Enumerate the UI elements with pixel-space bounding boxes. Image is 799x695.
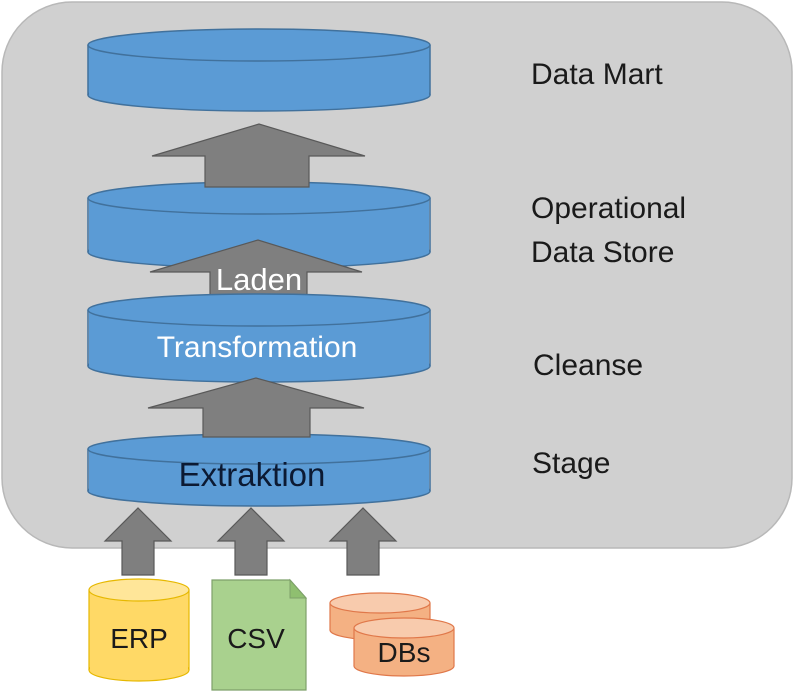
layer-stage-label: Stage	[532, 447, 610, 480]
source-dbs-front-cylinder	[353, 617, 455, 677]
arrow-erp-in	[103, 507, 173, 576]
step-load-label: Laden	[216, 262, 302, 297]
layer-ods-label-line1: Operational	[531, 192, 686, 225]
arrow-ods-to-mart	[151, 123, 366, 188]
step-transform-label: Transformation	[157, 331, 358, 364]
cylinder-stage	[87, 433, 431, 507]
arrow-csv-in	[216, 507, 286, 576]
arrow-dbs-in	[328, 507, 398, 576]
source-erp-label: ERP	[110, 623, 168, 654]
step-extract-label: Extraktion	[179, 456, 326, 493]
source-erp-cylinder	[88, 578, 190, 682]
cylinder-cleanse	[87, 293, 431, 383]
arrow-load	[149, 239, 363, 306]
arrow-stage-to-cleanse	[147, 377, 365, 438]
layer-data-mart-label: Data Mart	[531, 58, 663, 91]
source-dbs-back-cylinder	[329, 592, 431, 641]
layer-cleanse-label: Cleanse	[533, 349, 643, 382]
cylinder-data-mart	[87, 28, 431, 112]
source-csv-label: CSV	[227, 623, 285, 654]
warehouse-panel	[1, 1, 793, 549]
source-csv-document	[211, 579, 307, 691]
source-dbs-label: DBs	[378, 637, 431, 668]
layer-ods-label-line2: Data Store	[531, 236, 674, 269]
csv-fold-icon	[289, 578, 308, 599]
